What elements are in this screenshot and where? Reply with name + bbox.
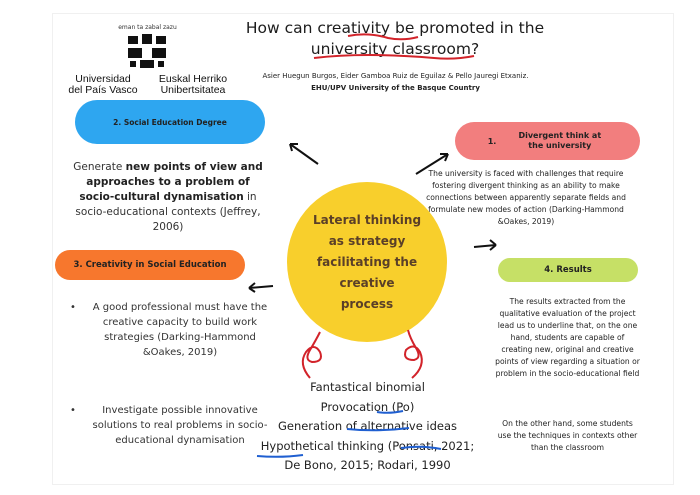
logo-es-line1: Universidad: [75, 73, 131, 85]
center-line2: as strategy: [328, 233, 406, 248]
results-text-1: The results extracted from the qualitati…: [495, 297, 640, 378]
section4-heading: 4. Results: [544, 265, 592, 275]
logo-motto: eman ta zabal zazu: [118, 24, 177, 31]
section4-heading-pill: 4. Results: [498, 258, 638, 282]
poster-title: How can creativity be promoted in the un…: [240, 18, 550, 60]
section1-number: 1.: [487, 136, 497, 146]
logo-eu-line2: Unibertsitatea: [160, 84, 226, 96]
university-logo: eman ta zabal zazu Universidad del País …: [60, 22, 235, 107]
arrow-to-section3-icon: [248, 282, 274, 293]
center-line4: creative: [339, 275, 395, 290]
technique-line3: Generation of alternative ideas: [277, 419, 458, 433]
arrow-to-section2-icon: [289, 143, 319, 165]
title-line2: university classroom?: [310, 40, 480, 58]
section3-heading-pill: 3. Creativity in Social Education: [55, 250, 245, 280]
section2-heading: 2. Social Education Degree: [113, 117, 227, 127]
bullet-dot: •: [70, 302, 76, 313]
technique-line4: Hypothetical thinking (Ponsati, 2021;: [260, 438, 475, 453]
affiliation: EHU/UPV University of the Basque Country: [311, 84, 480, 92]
title-line1: How can creativity be promoted in the: [245, 19, 545, 37]
logo-eu-line1: Euskal Herriko: [158, 73, 228, 85]
logo-name-basque: Euskal Herriko Unibertsitatea: [152, 74, 234, 96]
technique-line5: De Bono, 2015; Rodari, 1990: [284, 458, 451, 472]
section2-heading-pill: 2. Social Education Degree: [75, 100, 265, 144]
center-circle: Lateral thinking as strategy facilitatin…: [287, 182, 447, 342]
section2-text-b: in socio-educational contexts (Jeffrey, …: [75, 191, 261, 233]
authors: Asier Huegun Burgos, Eider Gamboa Ruiz d…: [262, 72, 529, 80]
red-spiral-doodles-icon: [301, 329, 423, 379]
section2-text: Generate new points of view and approach…: [68, 160, 268, 235]
section2-text-bold: new points of view and approaches to a p…: [79, 161, 263, 203]
technique-line1: Fantastical binomial: [310, 380, 425, 394]
center-line1: Lateral thinking: [312, 212, 422, 227]
results-text-2: On the other hand, some students use the…: [497, 419, 638, 452]
techniques-list: Fantastical binomial Provocation (Po) Ge…: [255, 378, 480, 476]
section2-text-a: Generate: [73, 161, 126, 173]
bullet-text: Investigate possible innovative solution…: [92, 405, 268, 446]
center-line5: process: [340, 296, 394, 311]
section3-heading: 3. Creativity in Social Education: [73, 260, 227, 270]
arrow-to-section4-icon: [473, 239, 497, 251]
logo-name-spanish: Universidad del País Vasco: [62, 74, 144, 96]
bullet-text: A good professional must have the creati…: [92, 302, 268, 358]
center-line3: facilitating the: [316, 254, 418, 269]
section1-text: The university is faced with challenges …: [426, 169, 626, 226]
logo-es-line2: del País Vasco: [68, 84, 138, 96]
arrow-to-section1-icon: [415, 153, 449, 175]
technique-line2: Provocation (Po): [320, 399, 415, 414]
logo-emblem-icon: [128, 34, 166, 68]
section1-heading: Divergent think at the university: [518, 131, 602, 150]
bullet-dot: •: [70, 405, 76, 416]
title-underline-scribbles: [313, 33, 475, 60]
blue-underline-scribbles: [256, 410, 442, 458]
section1-heading-pill: 1. Divergent think at the university: [455, 122, 640, 160]
center-text: Lateral thinking as strategy facilitatin…: [302, 210, 432, 315]
